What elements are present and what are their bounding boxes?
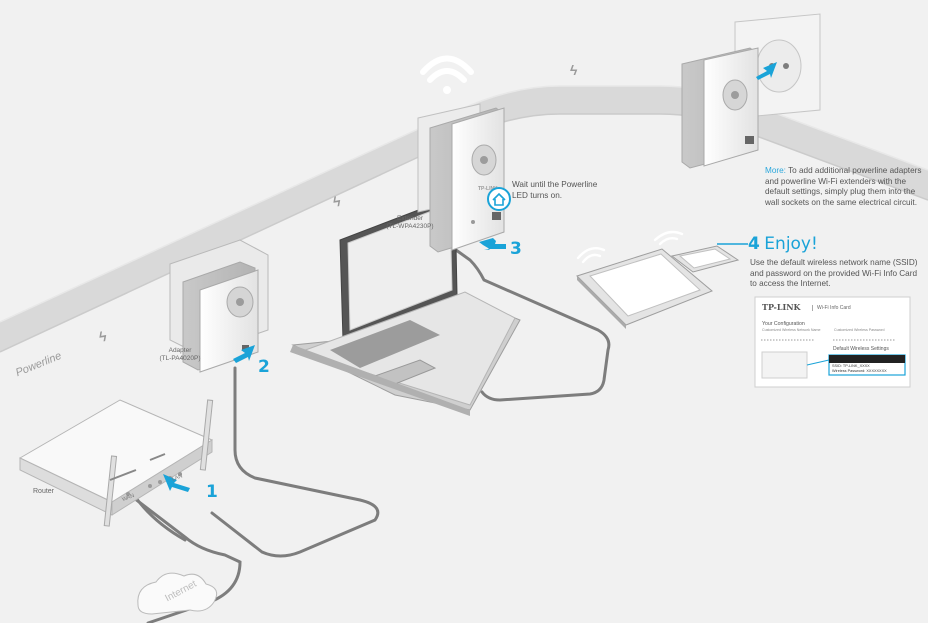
wifi-info-card bbox=[754, 296, 911, 388]
more-note: More: To add additional powerline adapte… bbox=[765, 166, 925, 208]
svg-text:ϟ: ϟ bbox=[332, 193, 343, 210]
extra-extender-device bbox=[681, 47, 759, 169]
step-arrows bbox=[163, 62, 777, 492]
extender-device: TP-LINK bbox=[429, 107, 505, 253]
card-brand: TP-LINK bbox=[762, 302, 801, 312]
extender-name: Extender bbox=[396, 215, 424, 222]
step-4-number: 4 bbox=[748, 234, 760, 254]
laptop-device bbox=[290, 195, 521, 416]
card-config-label: Your Configuration bbox=[762, 321, 805, 327]
adapter-device bbox=[169, 239, 269, 373]
more-text: To add additional powerline adapters and… bbox=[765, 166, 922, 207]
wait-note: Wait until the Powerline LED turns on. bbox=[512, 180, 598, 200]
step-3-number: 3 bbox=[510, 239, 522, 259]
enjoy-note: Use the default wireless network name (S… bbox=[750, 258, 918, 288]
card-column-1: Customized Wireless Network Name bbox=[762, 328, 821, 332]
tablet-device bbox=[576, 248, 713, 329]
card-password: Wireless Password: XXXXXXXX bbox=[832, 369, 887, 373]
card-column-2: Customized Wireless Password bbox=[834, 328, 885, 332]
adapter-label: Adapter (TL-PA4020P) bbox=[150, 347, 210, 363]
extender-model: (TL-WPA4230P) bbox=[386, 223, 434, 230]
adapter-model: (TL-PA4020P) bbox=[159, 355, 201, 362]
wifi-signal-icon bbox=[420, 55, 474, 94]
adapter-name: Adapter bbox=[168, 347, 192, 354]
card-ssid: SSID: TP-LINK_XXXX bbox=[832, 364, 870, 368]
cables bbox=[124, 248, 611, 623]
card-default-label: Default Wireless Settings bbox=[833, 346, 889, 352]
internet-cloud bbox=[137, 572, 218, 615]
extender-label: Extender (TL-WPA4230P) bbox=[374, 215, 446, 231]
enjoy-title: Enjoy! bbox=[764, 234, 818, 254]
step-2-number: 2 bbox=[258, 357, 270, 377]
svg-text:TP-LINK: TP-LINK bbox=[478, 186, 498, 192]
enjoy-heading: 4 Enjoy! bbox=[748, 234, 818, 254]
router-device bbox=[18, 399, 214, 527]
device-wifi-icons bbox=[576, 230, 684, 264]
powerline-led-icon bbox=[487, 187, 511, 211]
card-title: Wi-Fi Info Card bbox=[812, 305, 851, 311]
more-keyword: More: bbox=[765, 166, 786, 175]
phone-device bbox=[670, 245, 740, 273]
step-1-number: 1 bbox=[206, 482, 218, 502]
svg-text:ϟ: ϟ bbox=[570, 62, 578, 78]
router-label: Router bbox=[33, 488, 55, 495]
svg-text:ϟ: ϟ bbox=[98, 328, 109, 345]
